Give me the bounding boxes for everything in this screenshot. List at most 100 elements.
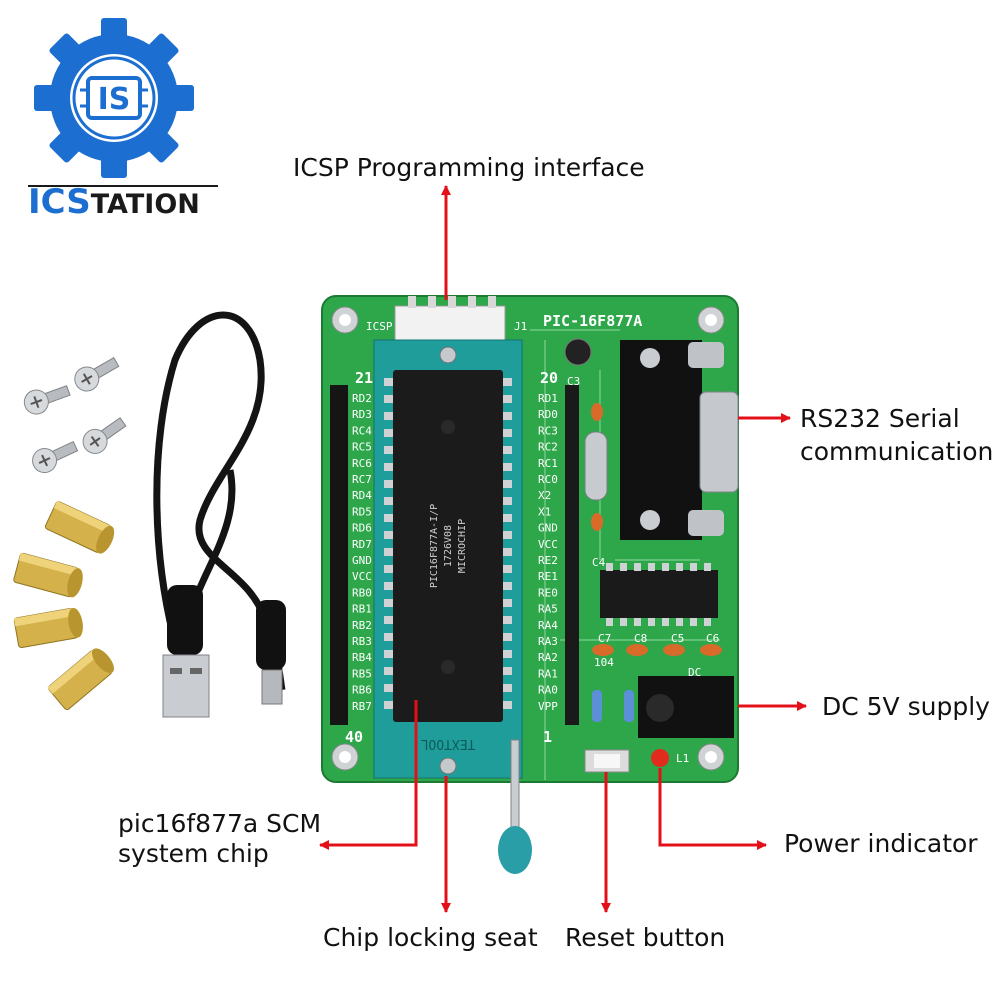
right-pin-label: RD0 (538, 408, 558, 421)
right-pin-label: RD1 (538, 392, 558, 405)
right-pin-label: RA4 (538, 619, 558, 632)
socket-marking: TEXTOOL (420, 736, 475, 751)
left-pin-labels: RD2RD3RC4RC5RC6RC7RD4RD5RD6RD7GNDVCCRB0R… (352, 392, 372, 713)
label-rs232-line2: communication (800, 437, 993, 466)
right-pin-label: VPP (538, 700, 558, 713)
cap-code: 104 (594, 656, 614, 669)
resistors (592, 690, 634, 722)
left-pin-label: GND (352, 554, 372, 567)
right-pin-label: X2 (538, 489, 551, 502)
c3-label: C3 (567, 375, 580, 388)
brand-logo: IS ICSTATION (28, 18, 218, 222)
icsp-header (394, 296, 506, 341)
right-pin-label: RC2 (538, 441, 558, 454)
left-pin-label: RD4 (352, 489, 372, 502)
right-pin-label: RA0 (538, 684, 558, 697)
left-pin-label: RB4 (352, 651, 372, 664)
right-pin-label: RA5 (538, 603, 558, 616)
callout-arrows (319, 185, 807, 913)
right-pin-label: X1 (538, 505, 551, 518)
pic16f877a-chip: PIC16F877A-I/P 1726V08 MICROCHIP (384, 370, 512, 722)
right-pin-label: RA1 (538, 667, 558, 680)
pic16f877a-board: PIC-16F877A J1 ICSP RD2RD3RC4RC5RC6RC7RD… (321, 295, 739, 874)
usb-power-cable (153, 311, 286, 718)
electrolytic-capacitor (564, 338, 592, 366)
left-pin-label: RD2 (352, 392, 372, 405)
socket-screw-top (439, 346, 457, 364)
brand-name: ICSTATION (28, 182, 200, 222)
pin-number-bottom-left: 40 (345, 728, 363, 746)
reset-button (584, 749, 630, 773)
max232-chip (600, 563, 718, 626)
brass-standoffs (13, 500, 115, 711)
right-pin-label: GND (538, 522, 558, 535)
right-pin-label: RA3 (538, 635, 558, 648)
left-pin-label: RB3 (352, 635, 372, 648)
left-pin-label: RB2 (352, 619, 372, 632)
right-pin-label: RE2 (538, 554, 558, 567)
left-pin-label: RD5 (352, 505, 372, 518)
header-j1-label: J1 (514, 320, 527, 333)
right-pin-label: RE0 (538, 586, 558, 599)
left-pin-label: RC7 (352, 473, 372, 486)
left-pin-label: RD7 (352, 538, 372, 551)
left-pin-label: RC6 (352, 457, 372, 470)
right-pin-label: VCC (538, 538, 558, 551)
board-model-label: PIC-16F877A (543, 312, 642, 330)
label-chip-line1: pic16f877a SCM (118, 809, 321, 838)
right-pin-label: RE1 (538, 570, 558, 583)
label-rs232-line1: RS232 Serial (800, 404, 960, 433)
callout-labels: ICSP Programming interface RS232 Serial … (118, 153, 993, 952)
chip-marking-3: MICROCHIP (457, 519, 468, 573)
brand-name-left: ICS (28, 182, 91, 222)
left-pin-label: RB5 (352, 667, 372, 680)
c8-label: C8 (634, 632, 647, 645)
arrow-chip (319, 700, 418, 850)
left-pin-label: VCC (352, 570, 372, 583)
c7-label: C7 (598, 632, 611, 645)
ceramic-capacitors (592, 644, 722, 656)
right-pin-label: RA2 (538, 651, 558, 664)
left-pin-label: RB6 (352, 684, 372, 697)
left-pin-label: RB1 (352, 603, 372, 616)
label-power: Power indicator (784, 829, 978, 858)
c5-label: C5 (671, 632, 684, 645)
pin-number-bottom-right: 1 (543, 728, 552, 746)
power-led (651, 749, 669, 767)
label-icsp: ICSP Programming interface (293, 153, 645, 182)
left-pin-label: RD6 (352, 522, 372, 535)
label-dc: DC 5V supply (822, 692, 990, 721)
dc-tag: DC (688, 666, 701, 679)
left-pin-label: RB0 (352, 586, 372, 599)
brand-name-right: TATION (91, 189, 200, 220)
right-pin-label: RC1 (538, 457, 558, 470)
right-pin-header (565, 385, 579, 725)
c4-label: C4 (592, 556, 606, 569)
label-reset: Reset button (565, 923, 725, 952)
label-chip-line2: system chip (118, 839, 269, 868)
pin-number-top-right: 20 (540, 369, 558, 387)
gear-icon: IS (34, 18, 194, 178)
crystal (584, 431, 608, 501)
socket-screw-bottom (439, 757, 457, 775)
label-locking: Chip locking seat (323, 923, 538, 952)
icsp-tag: ICSP (366, 320, 393, 333)
chip-marking-2: 1726V08 (443, 525, 454, 567)
lever-handle (498, 826, 532, 874)
l1-label: L1 (676, 752, 689, 765)
left-pin-label: RB7 (352, 700, 372, 713)
db9-serial-connector (620, 340, 739, 540)
left-pin-label: RC4 (352, 424, 372, 437)
logo-icon-text: IS (98, 82, 131, 117)
left-pin-header (330, 385, 348, 725)
c6-label: C6 (706, 632, 719, 645)
left-pin-label: RD3 (352, 408, 372, 421)
screws (23, 356, 127, 474)
right-pin-label: RC3 (538, 424, 558, 437)
arrow-power (658, 768, 767, 850)
pin-number-top-left: 21 (355, 369, 373, 387)
chip-marking-1: PIC16F877A-I/P (429, 504, 440, 588)
right-pin-label: RC0 (538, 473, 558, 486)
